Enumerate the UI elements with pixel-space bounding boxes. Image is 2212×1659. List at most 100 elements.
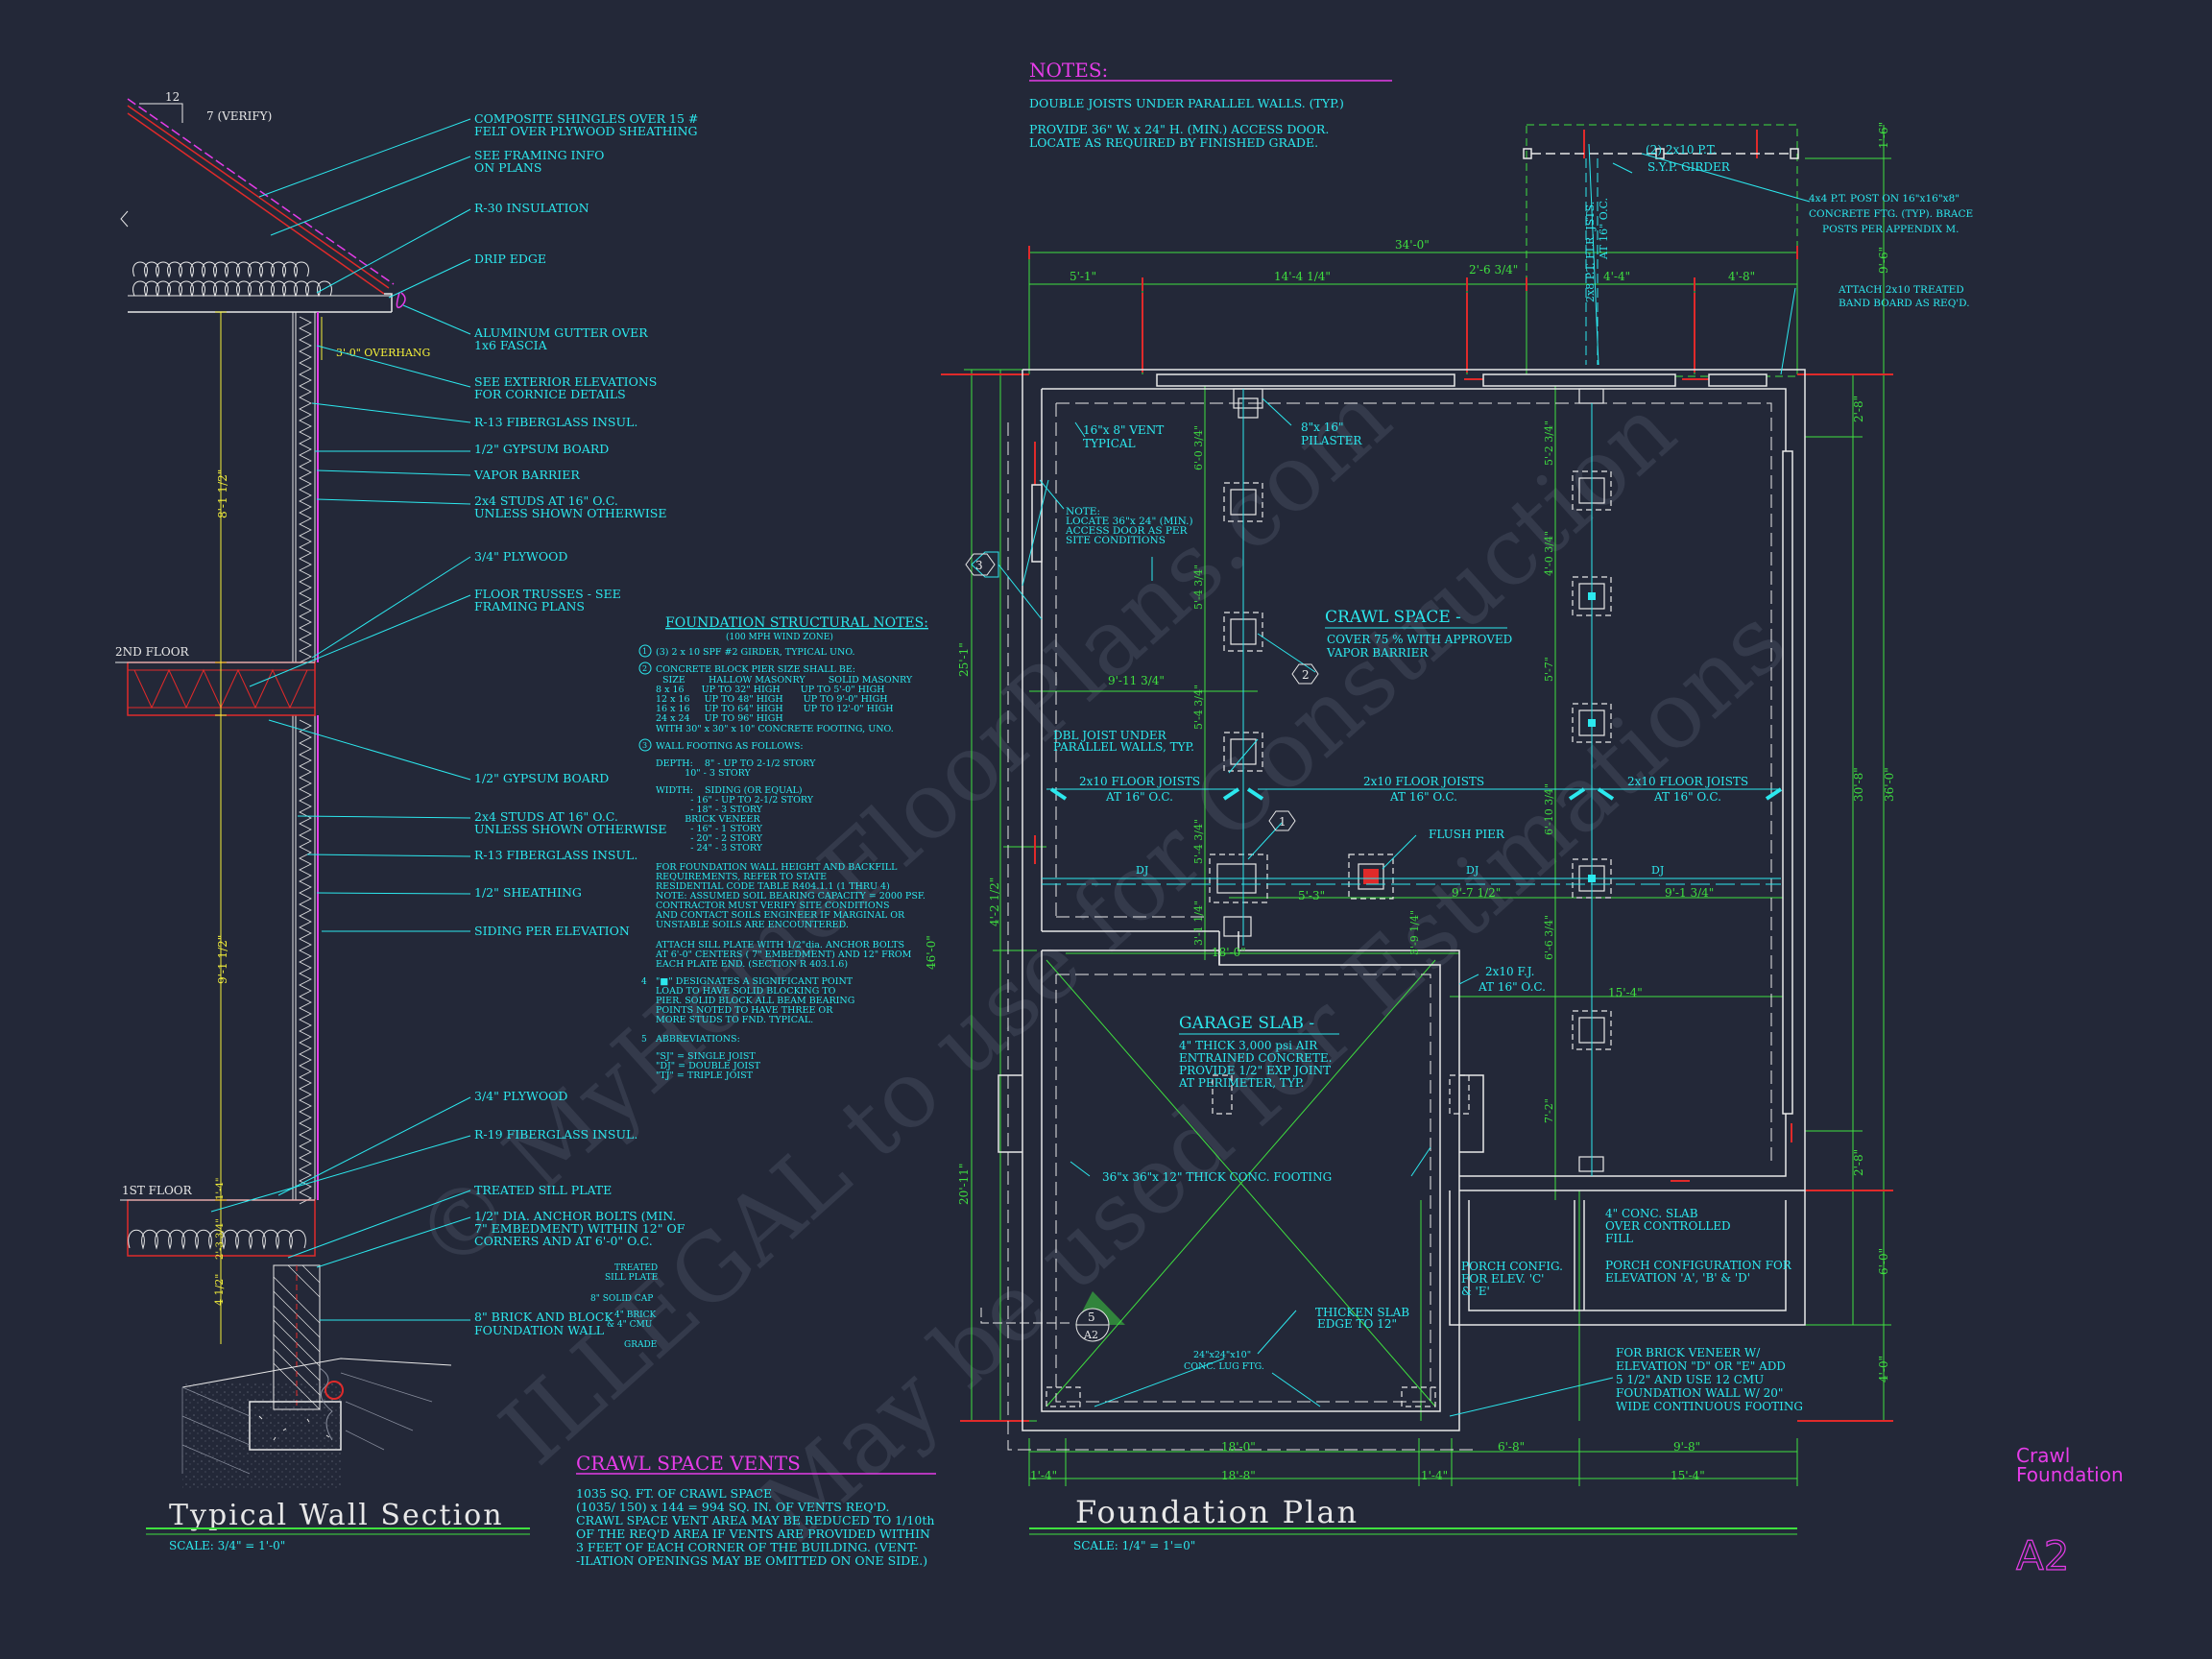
label-footing: 36"x 36"x 12" THICK CONC. FOOTING [1102,1170,1332,1184]
dim-left-overall: 46'-0" [925,935,938,970]
dim-upper-wall: 8'-1 1/2" [216,469,229,518]
sn-line-6: 16 x 16 UP TO 64" HIGH UP TO 12'-0" HIGH [656,704,894,714]
dim-mid-f: 7'-2" [1543,1098,1555,1123]
dim-fifteen-four: 15'-4" [1608,986,1643,999]
dim-right-a: 30'-8" [1852,767,1865,802]
callout-8: 1x6 FASCIA [474,338,548,352]
sn-line-21: RESIDENTIAL CODE TABLE R404.1.1 (1 THRU … [656,881,890,892]
label-joists-c: 2x10 FLOOR JOISTS [1627,775,1748,788]
pitch-rise: 7 (VERIFY) [206,109,272,123]
wall-section-title: Typical Wall Section [169,1499,504,1532]
label-porch-1: PORCH CONFIG. [1461,1260,1563,1273]
sn-line-28: EACH PLATE END. (SECTION R 403.1.6) [656,959,848,970]
section-marker-sheet: A2 [1083,1329,1098,1341]
garage-note-2: ENTRAINED CONCRETE. [1179,1051,1332,1065]
sn-line-31: PIER. SOLID BLOCK ALL BEAM BEARING [656,996,854,1006]
upper-wall [292,311,319,663]
label-joists-c-oc: AT 16" O.C. [1653,790,1721,804]
svg-text:1: 1 [642,647,647,656]
callout-22: R-13 FIBERGLASS INSUL. [474,848,637,862]
dim-inner-a: 6'-0 3/4" [1192,425,1205,470]
callout-20: 2x4 STUDS AT 16" O.C. [474,809,618,824]
vents-line-4: OF THE REQ'D AREA IF VENTS ARE PROVIDED … [576,1527,930,1541]
label-pilaster-2: PILASTER [1301,434,1362,447]
label-dbl-joist-2: PARALLEL WALLS, TYP. [1053,740,1194,754]
label-flush-pier: FLUSH PIER [1429,828,1505,841]
pier-left-5 [1223,916,1252,937]
foundation-plan-scale: SCALE: 1/4" = 1'=0" [1073,1539,1195,1552]
small-label-3: 8" SOLID CAP [590,1294,653,1304]
callout-2: FELT OVER PLYWOOD SHEATHING [474,124,698,138]
wall-section-scale: SCALE: 3/4" = 1'-0" [169,1539,285,1552]
notes-line-1: DOUBLE JOISTS UNDER PARALLEL WALLS. (TYP… [1029,96,1344,110]
sn-line-29: "■" DESIGNATES A SIGNIFICANT POINT [656,976,854,987]
garage-note-1: 4" THICK 3,000 psi AIR [1179,1039,1318,1052]
callout-19: 1/2" GYPSUM BOARD [474,771,609,785]
sn-line-5: 12 x 16 UP TO 48" HIGH UP TO 9'-0" HIGH [656,694,888,705]
label-brick-5: WIDE CONTINUOUS FOOTING [1616,1400,1803,1413]
label-brick-1: FOR BRICK VENEER W/ [1616,1346,1761,1359]
overhang-label: 3'-0" OVERHANG [336,347,430,359]
sn-line-13: - 16" - UP TO 2-1/2 STORY [656,795,814,805]
dim-mid-d: 6'-10 3/4" [1543,783,1555,835]
sn-line-1: (3) 2 x 10 SPF #2 GIRDER, TYPICAL UNO. [656,647,855,658]
sn-line-17: - 20" - 2 STORY [656,833,763,844]
label-dj-2: DJ [1466,864,1479,877]
label-access-3: ACCESS DOOR AS PER [1065,525,1189,537]
label-dj-3: DJ [1651,864,1664,877]
dim-left-a: 25'-1" [957,642,971,677]
sn-line-9: WALL FOOTING AS FOLLOWS: [656,741,804,752]
sn-line-23: CONTRACTOR MUST VERIFY SITE CONDITIONS [656,901,889,911]
label-dj-1: DJ [1136,864,1148,877]
callout-10: FOR CORNICE DETAILS [474,387,626,401]
dim-right-d: 6'-0" [1877,1248,1890,1275]
level-1st-floor: 1ST FLOOR [122,1184,193,1197]
floor-truss [115,661,316,716]
notes-line-3: LOCATE AS REQUIRED BY FINISHED GRADE. [1029,135,1318,150]
sn-line-25: UNSTABLE SOILS ARE ENCOUNTERED. [656,920,849,930]
label-porch-4: PORCH CONFIGURATION FOR [1605,1259,1792,1272]
label-fj-2: AT 16" O.C. [1478,980,1546,994]
small-label-2: SILL PLATE [605,1273,658,1283]
dim-left-b: 20'-11" [957,1164,971,1205]
vents-line-2: (1035/ 150) x 144 = 994 SQ. IN. OF VENTS… [576,1500,890,1514]
dim-nine-one: 9'-1 3/4" [1665,886,1714,900]
label-thicken-2: EDGE TO 12" [1317,1317,1397,1331]
callout-23: 1/2" SHEATHING [474,885,582,900]
small-label-1: TREATED [614,1263,658,1273]
label-brick-2: ELEVATION "D" OR "E" ADD [1616,1359,1786,1373]
label-fj: 2x10 F.J. [1485,965,1534,978]
section-marker-number: 5 [1088,1310,1095,1324]
sn-line-15: BRICK VENEER [656,814,760,825]
callout-21: UNLESS SHOWN OTHERWISE [474,822,666,836]
dim-bot-a: 18'-0" [1221,1440,1256,1454]
label-girder-1: (2) 2x10 P.T. [1646,143,1717,156]
tag-3: 3 [975,559,983,572]
dim-mid-c: 5'-7" [1543,657,1555,682]
sn-line-3: SIZE HALLOW MASONRY SOLID MASONRY [662,675,913,685]
label-pt-joists-2: AT 16" O.C. [1598,198,1610,260]
section-callouts: COMPOSITE SHINGLES OVER 15 # FELT OVER P… [473,111,698,1337]
sn-line-10: DEPTH: 8" - UP TO 2-1/2 STORY [656,758,816,769]
label-porch-3: & 'E' [1461,1285,1490,1298]
sn-line-14: - 18" - 3 STORY [656,805,763,815]
section-dimensions [215,311,227,1344]
dim-right-g: 1'-6" [1877,122,1890,149]
callout-9: SEE EXTERIOR ELEVATIONS [474,374,657,389]
small-label-5: & 4" CMU [607,1320,653,1330]
callout-4: ON PLANS [474,160,541,175]
flush-pier [1348,854,1394,900]
dim-eighteen: 18'-0" [1212,946,1246,959]
label-pt-joists-1: 2x8 P.T. FLR. JSTS. [1584,202,1597,302]
dim-inner-b: 5'-4 3/4" [1192,565,1205,610]
label-access-4: SITE CONDITIONS [1066,535,1166,546]
garage-note-4: AT PERIMETER, TYP. [1178,1076,1304,1090]
dim-right-c: 2'-8" [1852,1149,1865,1176]
label-brick-4: FOUNDATION WALL W/ 20" [1616,1386,1783,1400]
sn-line-18: - 24" - 3 STORY [656,843,763,854]
tag-2: 2 [1302,668,1310,682]
small-label-4: 4" BRICK [614,1310,657,1320]
label-lug-2: CONC. LUG FTG. [1184,1361,1264,1372]
vents-block: CRAWL SPACE VENTS 1035 SQ. FT. OF CRAWL … [576,1452,936,1568]
